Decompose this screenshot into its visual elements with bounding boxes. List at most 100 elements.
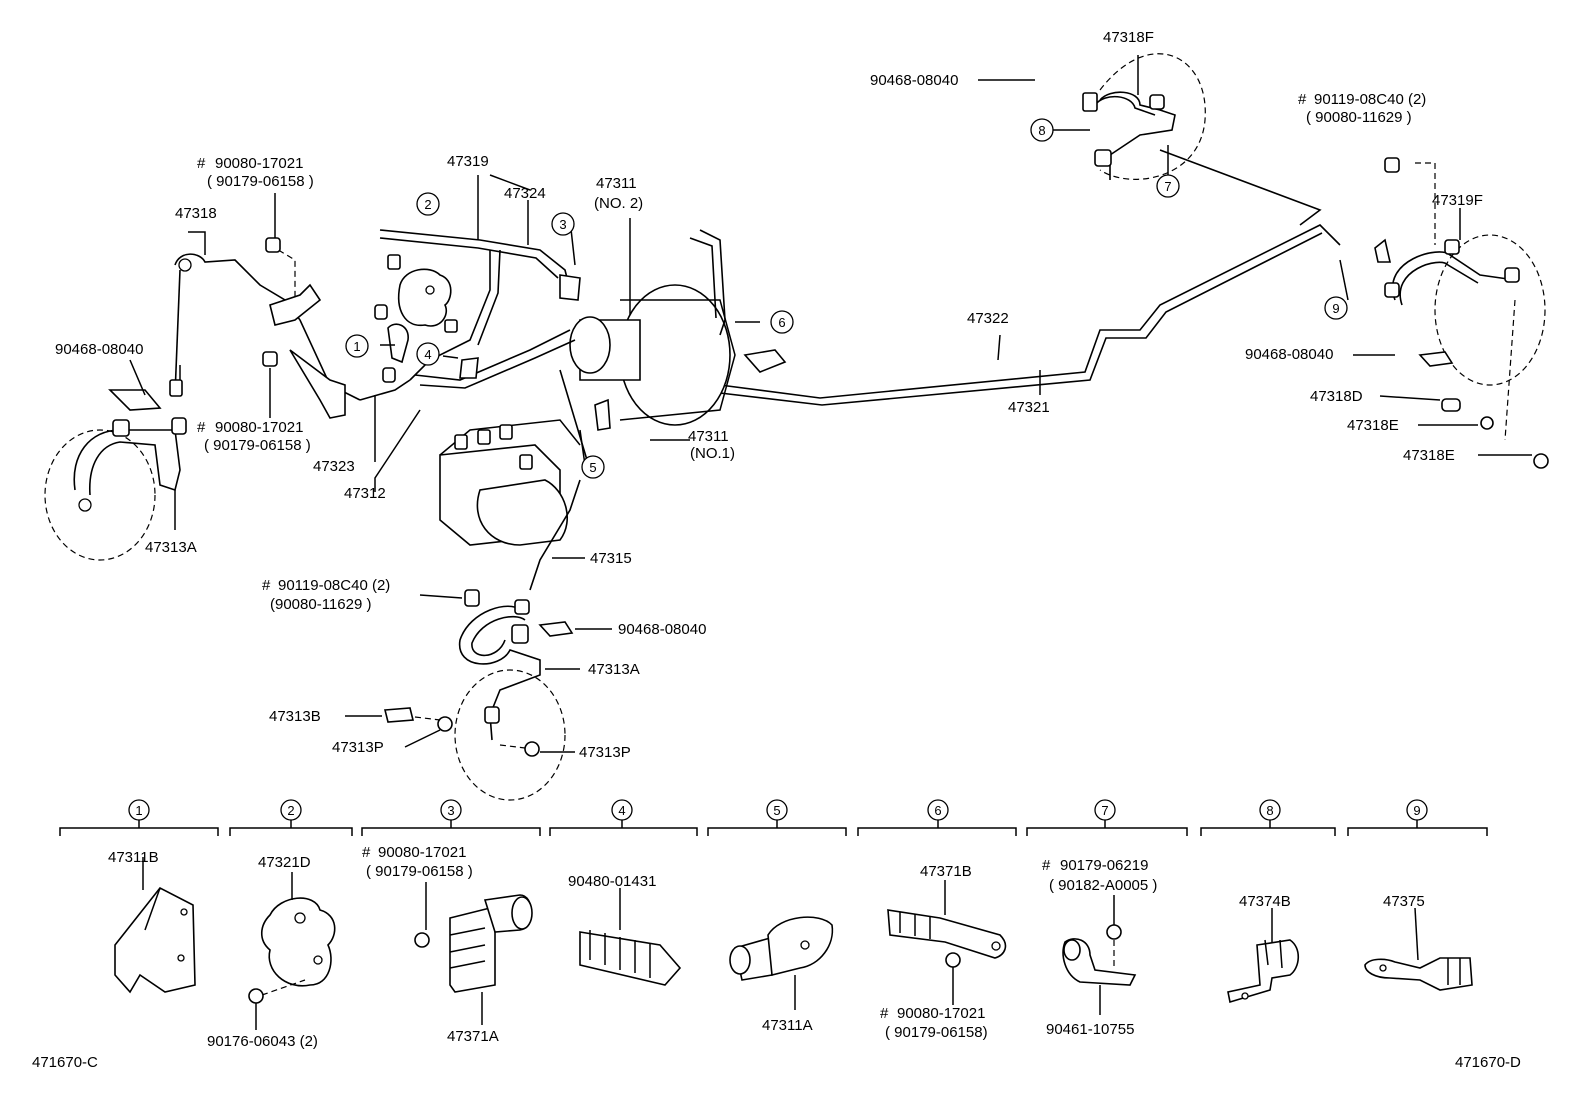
svg-text:9: 9 <box>1413 803 1420 818</box>
main-labels: 47318 # 90080-17021 ( 90179-06158 ) 4731… <box>55 29 1483 761</box>
svg-text:8: 8 <box>1266 803 1273 818</box>
callout-3-main: 3 <box>551 212 575 236</box>
label-90468-top: 90468-08040 <box>870 72 958 89</box>
panel-1-part-47311B: 47311B <box>108 849 196 994</box>
diagram-id-right: 471670-D <box>1455 1054 1521 1071</box>
svg-text:2: 2 <box>424 197 431 212</box>
svg-text:#: # <box>880 1005 889 1022</box>
hash-marker-left-b: # <box>197 419 206 436</box>
svg-text:4: 4 <box>618 803 625 818</box>
svg-text:( 90179-06158 ): ( 90179-06158 ) <box>366 863 473 880</box>
svg-text:7: 7 <box>1164 179 1171 194</box>
panel-7-callout: 7 <box>1094 799 1116 821</box>
label-47311-no1: 47311 <box>688 428 729 445</box>
label-90468-left: 90468-08040 <box>55 341 143 358</box>
label-47315: 47315 <box>590 550 632 567</box>
svg-text:47311B: 47311B <box>108 849 159 866</box>
label-47313A-mid: 47313A <box>588 661 640 678</box>
svg-text:2: 2 <box>287 803 294 818</box>
label-47318E-b: 47318E <box>1403 447 1455 464</box>
svg-text:#: # <box>1042 857 1051 874</box>
svg-text:90080-17021: 90080-17021 <box>897 1005 985 1022</box>
label-47313P-a: 47313P <box>332 739 384 756</box>
panel-9-part-47375: 47375 <box>1364 893 1473 991</box>
svg-text:#: # <box>362 844 371 861</box>
hash-marker: # <box>197 155 206 172</box>
panel-8-part-47374B: 47374B <box>1227 893 1300 1004</box>
callout-9-main: 9 <box>1324 296 1348 320</box>
svg-text:5: 5 <box>589 460 596 475</box>
svg-text:4: 4 <box>424 347 431 362</box>
svg-text:47371B: 47371B <box>920 863 972 880</box>
svg-text:7: 7 <box>1101 803 1108 818</box>
svg-text:90080-17021: 90080-17021 <box>378 844 466 861</box>
label-47312: 47312 <box>344 485 386 502</box>
label-90468-right: 90468-08040 <box>1245 346 1333 363</box>
svg-text:90179-06219: 90179-06219 <box>1060 857 1148 874</box>
label-47321: 47321 <box>1008 399 1050 416</box>
callout-2-main: 2 <box>416 192 440 216</box>
panel-3-part-47371A: # 90080-17021 ( 90179-06158 ) 47371A <box>362 844 533 1045</box>
svg-text:( 90179-06158): ( 90179-06158) <box>885 1024 988 1041</box>
main-assembly-drawing <box>44 53 1549 801</box>
label-47319: 47319 <box>447 153 489 170</box>
panel-8-callout: 8 <box>1259 799 1281 821</box>
label-47313P-b: 47313P <box>579 744 631 761</box>
svg-text:3: 3 <box>559 217 566 232</box>
label-47319F: 47319F <box>1432 192 1483 209</box>
svg-text:90480-01431: 90480-01431 <box>568 873 656 890</box>
label-90179-06158-b: ( 90179-06158 ) <box>204 437 311 454</box>
label-47318F: 47318F <box>1103 29 1154 46</box>
svg-text:5: 5 <box>773 803 780 818</box>
panel-6-callout: 6 <box>927 799 949 821</box>
panel-2-callout: 2 <box>280 799 302 821</box>
label-no2: (NO. 2) <box>594 195 643 212</box>
label-90080-17021-a: 90080-17021 <box>215 155 303 172</box>
panel-4-callout: 4 <box>611 799 633 821</box>
svg-text:47374B: 47374B <box>1239 893 1291 910</box>
svg-text:47371A: 47371A <box>447 1028 499 1045</box>
callout-5-main: 5 <box>581 455 605 479</box>
svg-text:9: 9 <box>1332 301 1339 316</box>
panel-6-part-47371B: 47371B # 90080-17021 ( 90179-06158) <box>880 863 1007 1041</box>
label-90080-11629-right: ( 90080-11629 ) <box>1306 109 1412 126</box>
hash-marker-right: # <box>1298 91 1307 108</box>
label-47323: 47323 <box>313 458 355 475</box>
panel-9-callout: 9 <box>1406 799 1428 821</box>
label-90468-mid: 90468-08040 <box>618 621 706 638</box>
svg-text:47321D: 47321D <box>258 854 311 871</box>
label-90119-mid: 90119-08C40 (2) <box>278 577 390 594</box>
svg-text:6: 6 <box>934 803 941 818</box>
main-callouts: 1 2 3 4 5 6 7 8 9 <box>345 118 1348 479</box>
panel-4-part-90480-01431: 90480-01431 <box>568 873 682 986</box>
svg-text:6: 6 <box>778 315 785 330</box>
svg-text:90461-10755: 90461-10755 <box>1046 1021 1134 1038</box>
label-90179-06158-a: ( 90179-06158 ) <box>207 173 314 190</box>
callout-1-main: 1 <box>345 334 369 358</box>
hash-marker-mid: # <box>262 577 271 594</box>
label-47322: 47322 <box>967 310 1009 327</box>
svg-text:8: 8 <box>1038 123 1045 138</box>
svg-text:3: 3 <box>447 803 454 818</box>
label-47324: 47324 <box>504 185 546 202</box>
label-90119-right: 90119-08C40 (2) <box>1314 91 1426 108</box>
label-47313B: 47313B <box>269 708 321 725</box>
label-47318E-a: 47318E <box>1347 417 1399 434</box>
svg-text:47311A: 47311A <box>762 1017 813 1034</box>
label-47313A-left: 47313A <box>145 539 197 556</box>
label-no1: (NO.1) <box>690 445 735 462</box>
callout-4-main: 4 <box>416 342 440 366</box>
callout-6-main: 6 <box>770 310 794 334</box>
detail-panels: 1 2 3 4 5 6 7 8 9 47311B 47321D 90176-0 <box>59 799 1488 1050</box>
panel-brackets <box>59 819 1488 836</box>
label-47311-no2: 47311 <box>596 175 637 192</box>
label-90080-11629-mid: (90080-11629 ) <box>270 596 371 613</box>
svg-text:( 90182-A0005 ): ( 90182-A0005 ) <box>1049 877 1157 894</box>
label-47318-left: 47318 <box>175 205 217 222</box>
panel-5-part-47311A: 47311A <box>729 916 834 1034</box>
panel-2-part-47321D: 47321D 90176-06043 (2) <box>207 854 336 1050</box>
svg-text:47375: 47375 <box>1383 893 1425 910</box>
panel-1-callout: 1 <box>128 799 150 821</box>
panel-3-callout: 3 <box>440 799 462 821</box>
